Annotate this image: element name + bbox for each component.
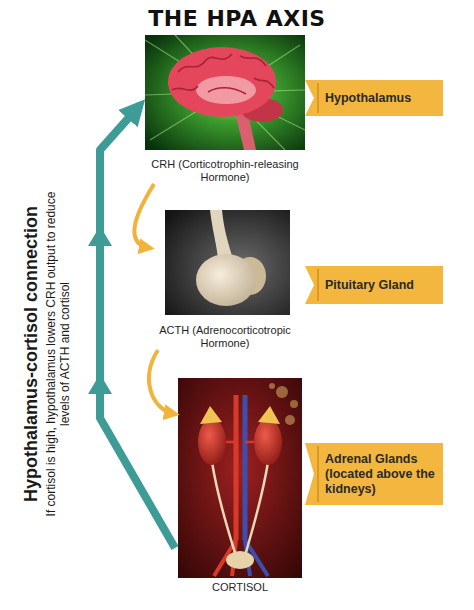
up-arrowhead: [88, 374, 112, 394]
hormone-panel: ACTH (Adrenocorticotropic Hormone): [150, 208, 300, 350]
vena-cava: [243, 395, 248, 540]
ureters: [212, 462, 268, 556]
gland-tag: Pituitary Gland: [305, 266, 443, 304]
brain-fold: [208, 88, 246, 94]
tag-fill: [305, 266, 443, 304]
pituitary-illustration: [165, 210, 290, 315]
gland-name: Hypothalamus: [325, 91, 411, 106]
bokeh-light: [269, 383, 275, 389]
hormone-caption: CORTISOL: [175, 581, 305, 594]
bokeh-light: [290, 400, 298, 408]
aorta: [234, 395, 239, 540]
pituitary-stalk: [210, 210, 232, 258]
caption-frame: CRH (Corticotrophin-releasing Hormone): [140, 158, 310, 184]
gland-name: Adrenal Glands (located above the kidney…: [325, 452, 437, 497]
adrenal-illustration: [178, 378, 302, 578]
caption-frame: ACTH (Adrenocorticotropic Hormone): [150, 324, 300, 350]
brain-fold: [240, 56, 266, 66]
bokeh-light: [285, 415, 295, 425]
brain-section: [196, 76, 256, 104]
light-rays: [145, 35, 305, 150]
anterior-lobe: [196, 254, 256, 306]
renal-vessels: [226, 441, 254, 444]
hormone-caption: CRH (Corticotrophin-releasing Hormone): [140, 158, 310, 184]
brain-folds: [172, 54, 274, 94]
hormone-arrow: [149, 350, 175, 414]
kidney: [254, 419, 282, 465]
hormone-arrow: [134, 184, 154, 248]
tag-edge-line: [317, 269, 319, 301]
gland-name: Pituitary Gland: [325, 278, 414, 293]
brain-fold: [254, 78, 274, 88]
bladder: [226, 551, 254, 569]
tag-fill: [305, 443, 443, 505]
adrenal-gland: [200, 406, 222, 424]
side-note: Hypothalamus-cortisol connectionIf corti…: [20, 149, 84, 559]
pituitary-background: [165, 210, 290, 315]
caption-frame: CORTISOL: [175, 581, 305, 594]
hormone-panel: CORTISOL: [175, 378, 305, 594]
side-heading: Hypothalamus-cortisol connection: [20, 149, 42, 559]
hormone-panel: CRH (Corticotrophin-releasing Hormone): [140, 35, 310, 184]
adrenal-background: [178, 378, 302, 578]
tag-fill: [305, 80, 443, 116]
flow-chevrons: [88, 226, 112, 394]
brain-background: [145, 35, 305, 150]
tag-text-frame: Adrenal Glands (located above the kidney…: [305, 443, 443, 505]
brain-fold: [178, 54, 232, 72]
cerebrum: [168, 47, 276, 117]
side-explanation: If cortisol is high, hypothalamus lowers…: [44, 189, 72, 519]
tag-text-frame: Hypothalamus: [305, 80, 443, 116]
kidney: [198, 419, 226, 465]
gland-tag: Hypothalamus: [305, 80, 443, 116]
diagram-title: THE HPA AXIS: [0, 6, 474, 31]
gland-tag: Adrenal Glands (located above the kidney…: [305, 443, 443, 505]
adrenal-gland: [258, 406, 280, 424]
tag-edge-line: [317, 83, 319, 113]
tag-text-frame: Pituitary Gland: [305, 266, 443, 304]
hormone-caption: ACTH (Adrenocorticotropic Hormone): [150, 324, 300, 350]
tag-edge-line: [317, 446, 319, 502]
brain-illustration: [145, 35, 305, 150]
brain-fold: [172, 86, 198, 90]
up-arrowhead: [88, 226, 112, 246]
bokeh-light: [276, 386, 288, 398]
